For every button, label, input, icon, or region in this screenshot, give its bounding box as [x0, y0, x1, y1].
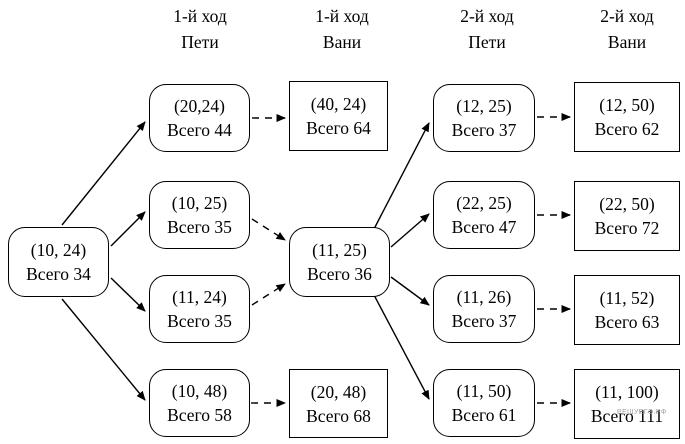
- tree-node-10-25: (10, 25) Всего 35: [149, 181, 250, 249]
- site-watermark: РЕШУЕГЭ.РФ: [617, 409, 667, 416]
- node-pair: (11, 52): [599, 288, 655, 308]
- header-line2: Вани: [607, 32, 647, 52]
- node-total: Всего 36: [307, 264, 372, 284]
- header-line2: Пети: [181, 32, 219, 52]
- header-line1: 1-й ход: [315, 6, 369, 26]
- tree-node-40-24: (40, 24) Всего 64: [289, 81, 388, 151]
- node-total: Всего 64: [306, 118, 371, 138]
- header-line1: 1-й ход: [173, 6, 227, 26]
- tree-node-20-24: (20,24) Всего 44: [149, 84, 250, 152]
- node-pair: (10, 48): [171, 381, 228, 401]
- node-total: Всего 37: [451, 120, 517, 140]
- node-pair: (22, 50): [599, 194, 655, 214]
- tree-node-11-24: (11, 24) Всего 35: [149, 275, 250, 343]
- node-total: Всего 111: [590, 406, 664, 426]
- edge-root-to-1124: [110, 277, 146, 312]
- column-header-move2-vanya: 2-й ход Вани: [562, 3, 685, 55]
- tree-node-22-50: (22, 50) Всего 72: [574, 181, 680, 251]
- node-total: Всего 72: [594, 218, 660, 238]
- node-total: Всего 37: [451, 311, 517, 331]
- column-header-move2-petya: 2-й ход Пети: [422, 3, 552, 55]
- edge-1025-to-1125: [251, 218, 286, 241]
- node-total: Всего 35: [167, 311, 232, 331]
- node-total: Всего 47: [451, 217, 517, 237]
- column-header-move1-vanya: 1-й ход Вани: [277, 3, 407, 55]
- node-pair: (11, 25): [312, 240, 367, 260]
- header-line1: 2-й ход: [460, 6, 514, 26]
- tree-node-12-50: (12, 50) Всего 62: [574, 82, 680, 152]
- header-line2: Вани: [322, 32, 362, 52]
- node-total: Всего 68: [306, 405, 371, 426]
- tree-node-11-52: (11, 52) Всего 63: [574, 275, 680, 345]
- edge-1125-to-2225: [390, 213, 430, 248]
- node-total: Всего 62: [594, 119, 660, 139]
- node-total: Всего 44: [167, 120, 232, 140]
- tree-node-root: (10, 24) Всего 34: [8, 227, 109, 297]
- node-pair: (12, 25): [456, 96, 512, 116]
- node-pair: (40, 24): [310, 94, 367, 114]
- edge-1125-to-1225: [373, 122, 430, 230]
- node-pair: (11, 100): [595, 382, 659, 402]
- column-header-move1-petya: 1-й ход Пети: [135, 3, 265, 55]
- node-pair: (11, 24): [172, 287, 227, 307]
- header-line1: 2-й ход: [600, 6, 654, 26]
- node-pair: (12, 50): [599, 95, 655, 115]
- edge-1125-to-1150: [373, 294, 430, 400]
- edge-root-to-1025: [110, 211, 146, 247]
- edge-1124-to-1125: [251, 283, 286, 306]
- node-total: Всего 63: [594, 312, 660, 332]
- node-pair: (11, 26): [456, 287, 512, 307]
- node-pair: (20, 48): [310, 381, 367, 402]
- tree-node-20-48: (20, 48) Всего 68: [289, 369, 388, 438]
- node-pair: (11, 50): [456, 381, 512, 401]
- header-line2: Пети: [468, 32, 506, 52]
- tree-node-11-25: (11, 25) Всего 36: [289, 227, 390, 297]
- tree-node-11-100: (11, 100) Всего 111: [574, 369, 680, 439]
- node-pair: (20,24): [173, 96, 226, 116]
- node-total: Всего 61: [451, 405, 517, 425]
- tree-node-11-50: (11, 50) Всего 61: [433, 369, 535, 437]
- tree-node-10-48: (10, 48) Всего 58: [149, 369, 250, 437]
- edge-root-to-2024: [61, 121, 146, 226]
- edge-root-to-1048: [61, 298, 146, 401]
- edge-1125-to-1126: [390, 276, 430, 306]
- node-pair: (10, 25): [171, 193, 228, 213]
- tree-node-12-25: (12, 25) Всего 37: [433, 84, 535, 152]
- node-total: Всего 58: [167, 405, 232, 425]
- node-total: Всего 34: [26, 264, 91, 284]
- tree-node-22-25: (22, 25) Всего 47: [433, 181, 535, 249]
- node-pair: (10, 24): [30, 240, 87, 260]
- node-total: Всего 35: [167, 217, 232, 237]
- tree-node-11-26: (11, 26) Всего 37: [433, 275, 535, 343]
- node-pair: (22, 25): [456, 193, 512, 213]
